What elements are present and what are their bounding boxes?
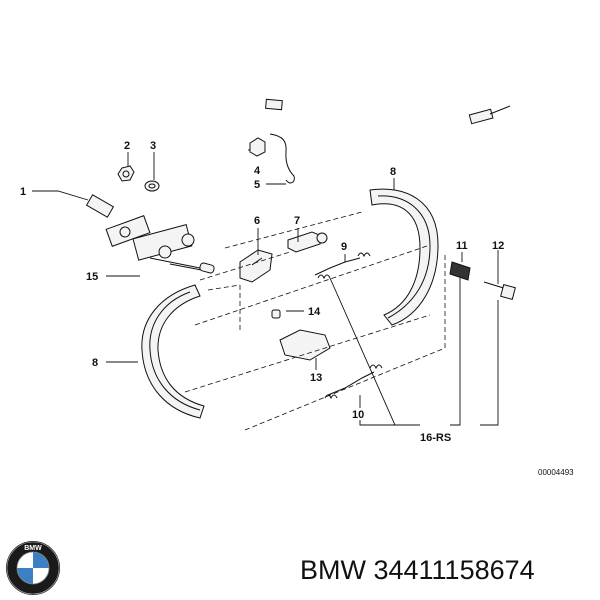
label-part-4: 4 [254, 165, 261, 177]
label-part-1: 1 [20, 186, 26, 198]
return-springs [314, 252, 383, 400]
label-part-16rs: 16-RS [420, 432, 451, 444]
drawing-number: 00004493 [538, 468, 574, 477]
label-part-11: 11 [456, 240, 468, 252]
label-part-15: 15 [86, 271, 98, 283]
nut-and-washer [117, 165, 160, 192]
label-part-12: 12 [492, 240, 504, 252]
brake-shoe-top [369, 188, 439, 326]
spring-and-bolt [449, 261, 516, 300]
label-part-9: 9 [341, 241, 347, 253]
label-part-8-top: 8 [390, 166, 396, 178]
label-part-6: 6 [254, 215, 260, 227]
installation-dashed-lines [184, 211, 446, 431]
nut-and-spring-wire [249, 133, 295, 184]
label-part-3: 3 [150, 140, 156, 152]
label-part-2: 2 [124, 140, 130, 152]
bmw-logo: BMW [6, 541, 60, 595]
pin-and-spreader [271, 309, 331, 361]
expander-lever [105, 215, 215, 274]
label-part-5: 5 [254, 179, 260, 191]
adjuster-parts [239, 231, 328, 283]
label-part-7: 7 [294, 215, 300, 227]
label-part-10: 10 [352, 409, 364, 421]
brake-shoe-left [141, 284, 205, 419]
leader-lines [32, 149, 499, 426]
part-caption: BMW 34411158674 [300, 555, 535, 585]
brake-cable [35, 98, 511, 218]
label-part-14: 14 [308, 306, 321, 318]
label-part-8-left: 8 [92, 357, 98, 369]
svg-text:BMW: BMW [24, 545, 42, 552]
label-part-13: 13 [310, 372, 322, 384]
